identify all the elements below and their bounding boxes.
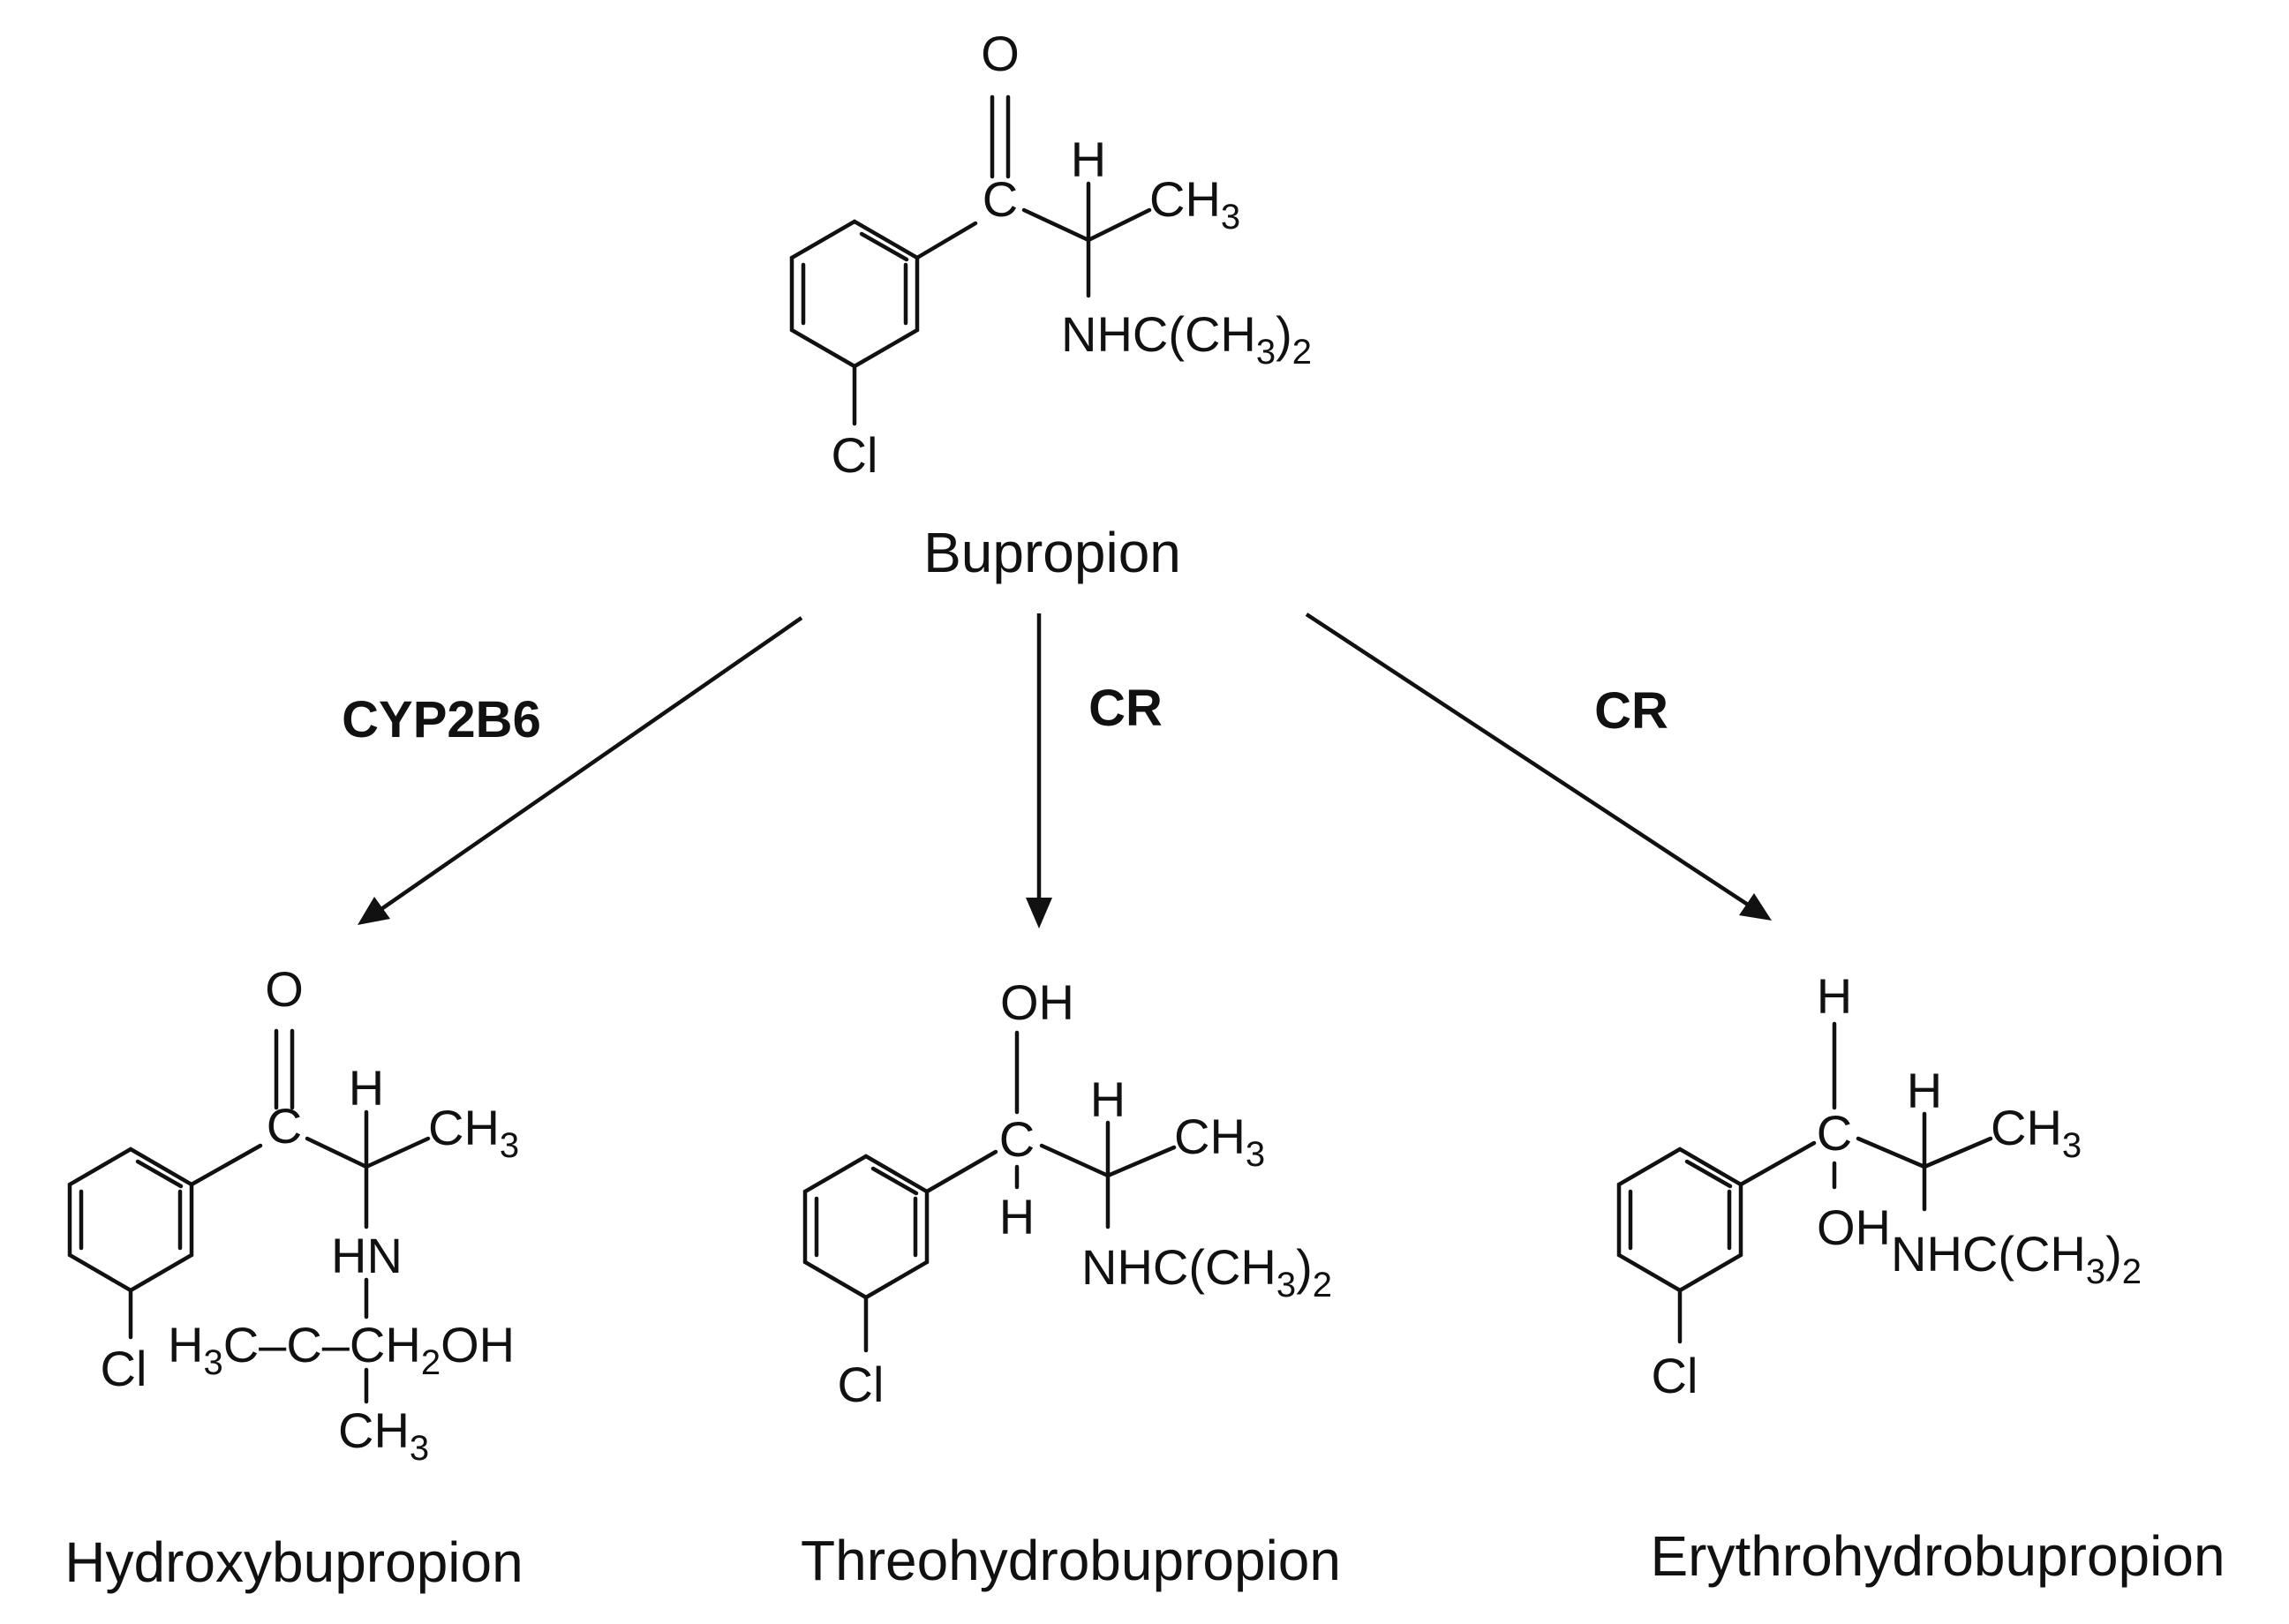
hydroxybupropion-ch3: CH3 [428, 1100, 519, 1165]
hydroxybupropion-ch3-lower: CH3 [338, 1402, 429, 1468]
arrow-to-hydroxybupropion [358, 616, 803, 925]
hydroxybupropion-benzene-ring [67, 1147, 194, 1293]
hydroxybupropion-atom-hn: HN [331, 1228, 403, 1283]
threohydrobupropion-amine: NHC(CH3)2 [1081, 1239, 1332, 1304]
bupropion-name: Bupropion [923, 521, 1181, 584]
threohydrobupropion-atom-h-lower: H [999, 1189, 1035, 1244]
bupropion-bond-ring-c [915, 221, 978, 260]
erythrohydrobupropion-benzene-ring [1616, 1147, 1743, 1293]
erythrohydrobupropion-atom-cl: Cl [1652, 1348, 1698, 1403]
bupropion-atom-o: O [981, 26, 1020, 81]
threohydrobupropion-atom-h: H [1090, 1071, 1126, 1127]
hydroxybupropion-name: Hydroxybupropion [64, 1530, 523, 1594]
hydroxybupropion-structure: O C H CH3 HN H3C–C–CH2OH CH3 Cl [67, 961, 519, 1468]
bupropion-atom-c: C [983, 171, 1018, 227]
threohydrobupropion-name: Threohydrobupropion [801, 1529, 1341, 1592]
enzyme-label-right: CR [1594, 682, 1668, 740]
threohydrobupropion-atom-oh: OH [1000, 974, 1074, 1030]
hydroxybupropion-atom-h: H [349, 1060, 384, 1116]
threohydrobupropion-atom-cl: Cl [838, 1357, 885, 1412]
erythrohydrobupropion-name: Erythrohydrobupropion [1650, 1524, 2225, 1588]
threohydrobupropion-benzene-ring [802, 1154, 930, 1300]
hydroxybupropion-atom-o: O [265, 961, 304, 1017]
threohydrobupropion-atom-c: C [999, 1111, 1035, 1167]
erythrohydrobupropion-atom-h-top: H [1817, 968, 1852, 1024]
bupropion-benzene-ring [789, 219, 920, 369]
bupropion-bond-c-ch [1021, 207, 1091, 243]
erythrohydrobupropion-atom-h: H [1907, 1063, 1942, 1118]
erythrohydrobupropion-structure: H C OH H CH3 NHC(CH3)2 Cl [1616, 968, 2142, 1403]
enzyme-label-left: CYP2B6 [342, 691, 541, 748]
arrow-to-threohydrobupropion [1026, 613, 1052, 929]
bupropion-structure: O C H CH3 NHC(CH3)2 Cl [789, 26, 1312, 483]
arrow-to-erythrohydrobupropion [1305, 613, 1772, 921]
erythrohydrobupropion-amine: NHC(CH3)2 [1891, 1226, 2142, 1291]
hydroxybupropion-atom-cl: Cl [101, 1341, 147, 1396]
enzyme-label-middle: CR [1088, 680, 1163, 737]
hydroxybupropion-quaternary-row: H3C–C–CH2OH [168, 1317, 515, 1382]
bupropion-ch3: CH3 [1149, 171, 1240, 237]
bupropion-atom-cl: Cl [832, 427, 878, 483]
bupropion-bond-ch-ch3 [1086, 207, 1152, 243]
threohydrobupropion-structure: OH C H H CH3 NHC(CH3)2 Cl [802, 974, 1332, 1412]
erythrohydrobupropion-ch3: CH3 [1991, 1100, 2082, 1165]
threohydrobupropion-ch3: CH3 [1174, 1109, 1265, 1174]
erythrohydrobupropion-atom-oh: OH [1817, 1199, 1891, 1255]
erythrohydrobupropion-atom-c: C [1817, 1105, 1852, 1161]
hydroxybupropion-atom-c: C [267, 1098, 302, 1154]
bupropion-amine: NHC(CH3)2 [1061, 306, 1312, 372]
bupropion-atom-h: H [1071, 132, 1106, 187]
